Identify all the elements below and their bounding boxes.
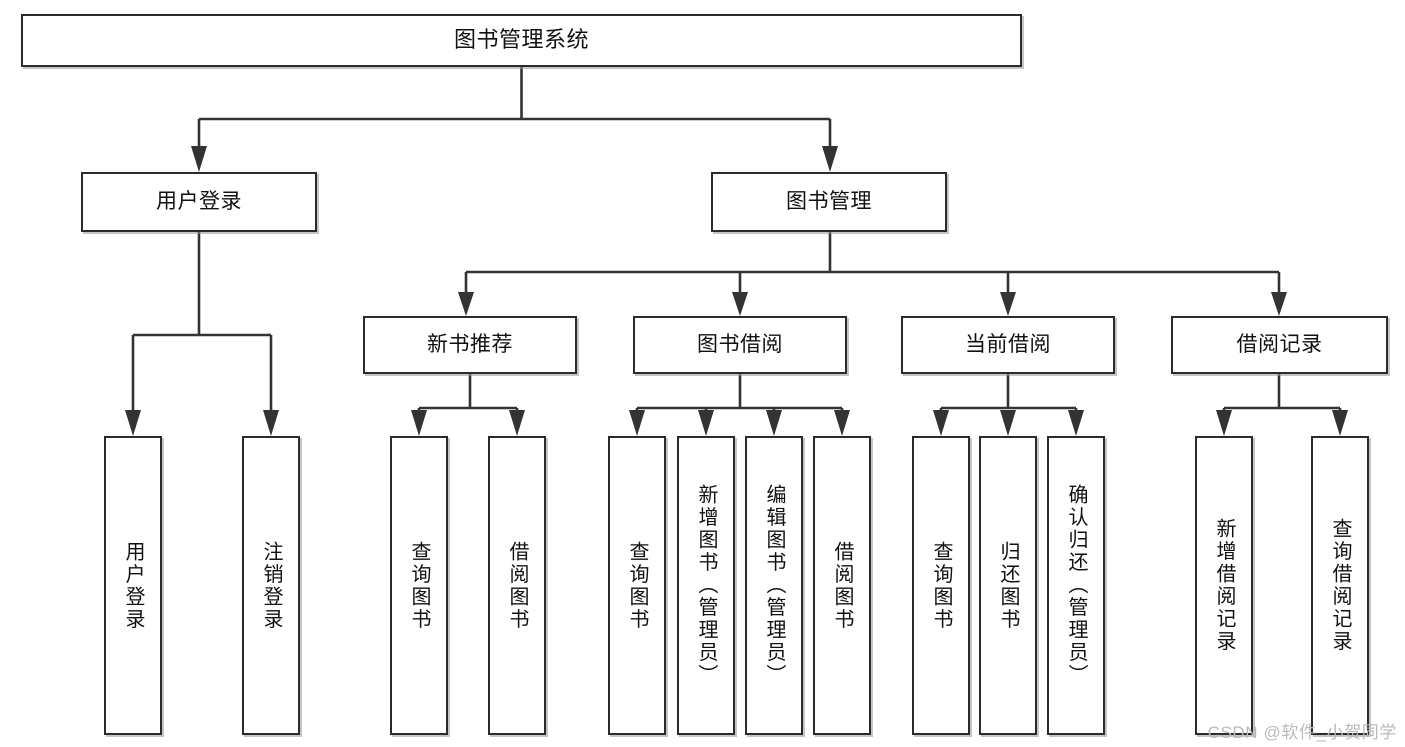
arrow-root-to-user-login xyxy=(191,146,207,172)
node-book-manage[interactable]: 图书管理 xyxy=(711,172,947,232)
arrow-user-login-leaf-1 xyxy=(125,410,141,436)
node-book-manage-label: 图书管理 xyxy=(786,190,872,214)
leaf-query-book-1-label: 查询图书 xyxy=(408,540,430,631)
arrow-bm-to-new-book xyxy=(458,292,474,316)
leaf-borrow-book-1-label: 借阅图书 xyxy=(506,540,528,631)
node-current-borrow[interactable]: 当前借阅 xyxy=(901,316,1115,374)
arrow-cb-leaf-2 xyxy=(1000,410,1016,436)
node-current-borrow-label: 当前借阅 xyxy=(965,333,1051,357)
node-root-label: 图书管理系统 xyxy=(453,27,589,53)
leaf-edit-book[interactable]: 编辑图书（管理员） xyxy=(745,436,803,735)
leaf-borrow-book-2-label: 借阅图书 xyxy=(831,540,853,631)
node-borrow-record-label: 借阅记录 xyxy=(1236,333,1323,357)
leaf-query-record[interactable]: 查询借阅记录 xyxy=(1311,436,1369,735)
leaf-user-login[interactable]: 用户登录 xyxy=(104,436,162,735)
leaf-borrow-book-2[interactable]: 借阅图书 xyxy=(813,436,871,735)
csdn-watermark: CSDN @软件_小贺同学 xyxy=(1207,723,1397,742)
leaf-return-book[interactable]: 归还图书 xyxy=(979,436,1037,735)
leaf-query-book-2[interactable]: 查询图书 xyxy=(608,436,666,735)
arrow-br-leaf-1 xyxy=(1216,410,1232,436)
leaf-logout-login[interactable]: 注销登录 xyxy=(242,436,300,735)
node-book-borrow-label: 图书借阅 xyxy=(697,333,783,357)
leaf-edit-book-label: 编辑图书（管理员） xyxy=(763,484,785,687)
node-new-book-recommend[interactable]: 新书推荐 xyxy=(363,316,577,374)
arrow-bb-leaf-1 xyxy=(629,410,645,436)
leaf-confirm-return-label: 确认归还（管理员） xyxy=(1065,484,1087,687)
node-new-book-recommend-label: 新书推荐 xyxy=(427,333,513,357)
arrow-cb-leaf-3 xyxy=(1068,410,1084,436)
arrow-nbr-leaf-2 xyxy=(509,410,525,436)
leaf-query-book-2-label: 查询图书 xyxy=(626,540,648,631)
arrow-bm-to-borrow-record xyxy=(1271,292,1287,316)
leaf-user-login-label: 用户登录 xyxy=(122,540,144,631)
leaf-confirm-return[interactable]: 确认归还（管理员） xyxy=(1047,436,1105,735)
node-root[interactable]: 图书管理系统 xyxy=(21,14,1022,67)
arrow-bm-to-book-borrow xyxy=(732,292,748,316)
arrow-user-login-leaf-2 xyxy=(263,410,279,436)
arrow-root-to-book-manage xyxy=(822,146,838,172)
leaf-add-book[interactable]: 新增图书（管理员） xyxy=(677,436,735,735)
leaf-add-record[interactable]: 新增借阅记录 xyxy=(1195,436,1253,735)
node-user-login[interactable]: 用户登录 xyxy=(81,172,317,232)
arrow-cb-leaf-1 xyxy=(933,410,949,436)
arrow-bb-leaf-2 xyxy=(698,410,714,436)
leaf-query-record-label: 查询借阅记录 xyxy=(1329,518,1351,653)
arrow-br-leaf-2 xyxy=(1332,410,1348,436)
node-user-login-label: 用户登录 xyxy=(156,190,242,214)
leaf-borrow-book-1[interactable]: 借阅图书 xyxy=(488,436,546,735)
leaf-logout-login-label: 注销登录 xyxy=(260,540,282,631)
arrow-nbr-leaf-1 xyxy=(411,410,427,436)
leaf-query-book-3[interactable]: 查询图书 xyxy=(912,436,970,735)
leaf-return-book-label: 归还图书 xyxy=(997,540,1019,631)
node-borrow-record[interactable]: 借阅记录 xyxy=(1171,316,1388,374)
leaf-query-book-1[interactable]: 查询图书 xyxy=(390,436,448,735)
arrow-bb-leaf-4 xyxy=(834,410,850,436)
node-book-borrow[interactable]: 图书借阅 xyxy=(633,316,847,374)
arrow-bm-to-current-borrow xyxy=(1000,292,1016,316)
leaf-query-book-3-label: 查询图书 xyxy=(930,540,952,631)
leaf-add-book-label: 新增图书（管理员） xyxy=(695,484,717,687)
arrow-bb-leaf-3 xyxy=(766,410,782,436)
leaf-add-record-label: 新增借阅记录 xyxy=(1213,518,1235,653)
